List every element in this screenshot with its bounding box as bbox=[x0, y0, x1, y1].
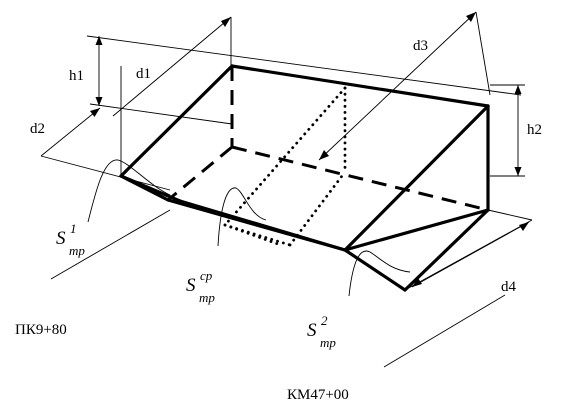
picket-leader-left bbox=[50, 209, 171, 280]
svg-text:2: 2 bbox=[321, 313, 328, 328]
svg-text:S: S bbox=[56, 228, 66, 249]
scp-leader bbox=[217, 187, 267, 247]
h2-label: h2 bbox=[527, 122, 542, 138]
svg-text:cp: cp bbox=[200, 268, 213, 283]
dimension-lines bbox=[40, 11, 533, 368]
visible-edges bbox=[119, 64, 490, 292]
svg-text:S: S bbox=[307, 320, 317, 341]
d4-label: d4 bbox=[501, 279, 517, 295]
s1-area-label: S 1 mp bbox=[56, 221, 85, 258]
scp-area-label: S cp mp bbox=[186, 268, 215, 305]
s2-leader bbox=[348, 250, 411, 297]
svg-text:mp: mp bbox=[320, 335, 336, 350]
picket-left-label: ПК9+80 bbox=[15, 322, 67, 338]
d2-dimension-line bbox=[40, 107, 101, 157]
d3-dimension-line bbox=[318, 11, 477, 161]
svg-text:mp: mp bbox=[69, 243, 85, 258]
d1-label: d1 bbox=[136, 66, 151, 82]
picket-bottom-label: КМ47+00 bbox=[287, 387, 349, 403]
d4-dimension-line bbox=[411, 221, 530, 288]
d1-dimension-line bbox=[112, 16, 232, 117]
s2-area-label: S 2 mp bbox=[307, 313, 336, 350]
svg-text:mp: mp bbox=[199, 290, 215, 305]
s1-leader bbox=[87, 159, 171, 223]
hidden-edges bbox=[167, 66, 489, 212]
svg-text:1: 1 bbox=[70, 221, 77, 236]
h1-label: h1 bbox=[69, 68, 84, 84]
d3-label: d3 bbox=[413, 38, 428, 54]
svg-text:S: S bbox=[186, 275, 196, 296]
section-leaders bbox=[87, 159, 411, 297]
d2-label: d2 bbox=[30, 121, 45, 137]
middle-section-dotted bbox=[223, 86, 347, 247]
picket-leader-bottom bbox=[383, 294, 506, 368]
